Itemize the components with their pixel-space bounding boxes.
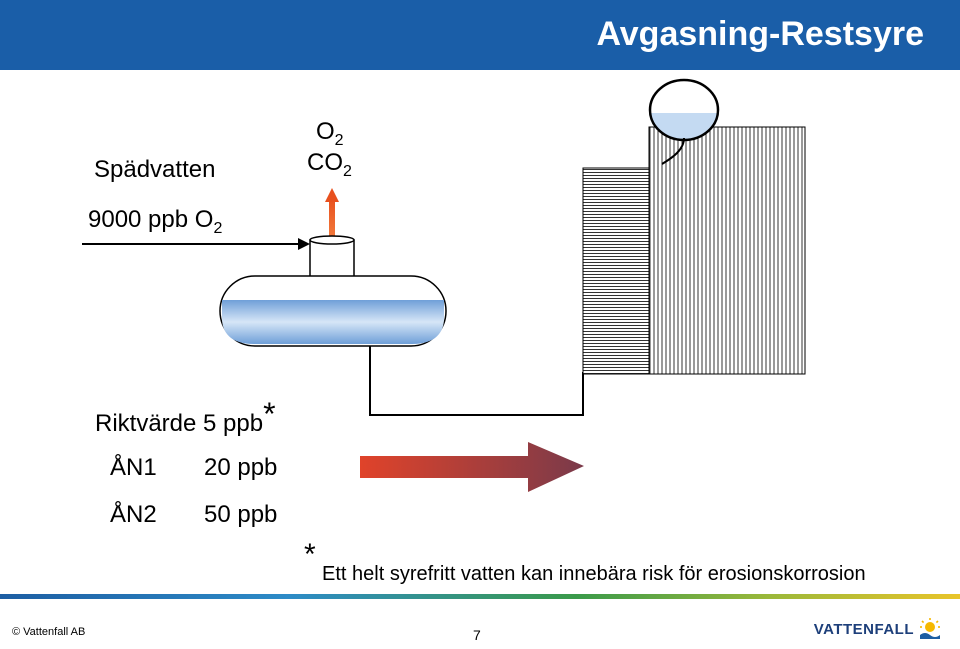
footnote-star: * [304, 538, 316, 571]
deaerator-vessel [219, 275, 447, 347]
feedwater-pipe [369, 346, 584, 416]
deaerator-dome [309, 235, 355, 281]
an2-label: ÅN2 [110, 501, 157, 528]
page-number: 7 [473, 627, 481, 643]
feed-arrow [82, 238, 310, 250]
target-value: Riktvärde 5 ppb* [95, 396, 276, 437]
economizer-block [582, 167, 650, 375]
header-bar: Avgasning-Restsyre [0, 0, 960, 70]
footnote-text: Ett helt syrefritt vatten kan innebära r… [322, 563, 866, 585]
feed-concentration: 9000 ppb O2 [88, 206, 223, 237]
feed-label: Spädvatten [94, 156, 216, 183]
vattenfall-logo: VATTENFALL [814, 617, 942, 641]
logo-sun-icon [920, 618, 940, 639]
an1-label: ÅN1 [110, 454, 157, 481]
vent-o2-label: O2 [316, 118, 344, 149]
an1-value: 20 ppb [204, 454, 278, 481]
footer-gradient-bar [0, 594, 960, 599]
logo-text: VATTENFALL [813, 620, 914, 638]
process-diagram [82, 78, 806, 492]
vent-arrow [325, 188, 339, 238]
page-title: Avgasning-Restsyre [596, 15, 924, 53]
copyright: © Vattenfall AB [12, 626, 86, 638]
flow-arrow [360, 442, 584, 492]
boiler-tubes [648, 126, 806, 375]
vent-co2-label: CO2 [307, 149, 352, 180]
an2-value: 50 ppb [204, 501, 278, 528]
